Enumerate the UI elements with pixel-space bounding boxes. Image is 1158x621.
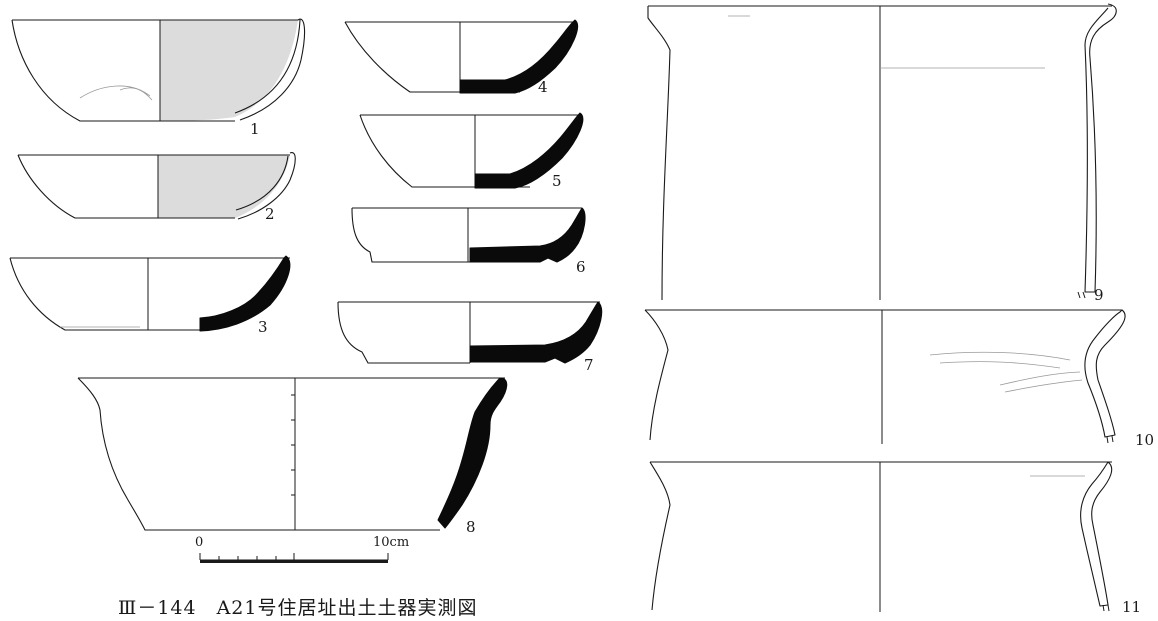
vessel-1: 1: [11, 18, 306, 138]
vessel-3: 3: [9, 255, 291, 336]
figure-label-10: 10: [1135, 431, 1154, 449]
vessel-2: 2: [17, 152, 296, 223]
scale-label-start: 0: [195, 535, 203, 550]
figure-label-6: 6: [576, 258, 586, 276]
vessel-6: 6: [351, 207, 586, 276]
figure-caption: Ⅲ－144 A21号住居址出土土器実測図: [118, 597, 478, 617]
vessel-11: 11: [649, 461, 1141, 616]
scale-label-end: 10cm: [373, 535, 409, 550]
vessel-10: 10: [644, 309, 1154, 449]
vessel-9: 9: [647, 3, 1117, 304]
vessel-7: 7: [337, 301, 603, 374]
figure-label-7: 7: [584, 356, 594, 374]
figure-label-5: 5: [552, 172, 562, 190]
vessel-4: 4: [344, 19, 579, 96]
figure-label-4: 4: [538, 78, 548, 96]
figure-label-3: 3: [258, 318, 268, 336]
scale-bar: 0 10cm: [195, 535, 409, 563]
figure-label-9: 9: [1094, 286, 1104, 304]
figure-label-8: 8: [466, 518, 476, 536]
figure-label-1: 1: [250, 120, 260, 138]
vessel-5: 5: [359, 112, 584, 190]
figure-label-11: 11: [1122, 598, 1141, 616]
figure-label-2: 2: [265, 205, 275, 223]
vessel-8: 8: [77, 377, 508, 536]
